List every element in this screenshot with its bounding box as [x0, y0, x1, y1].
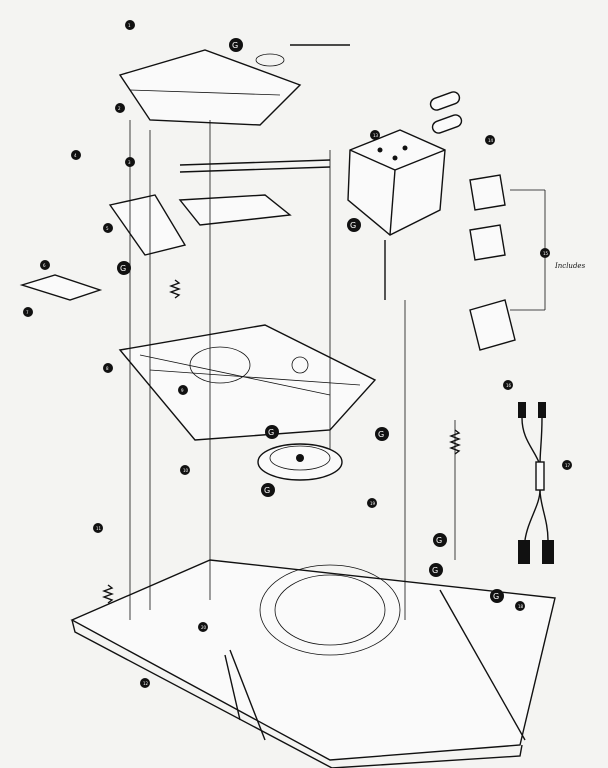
- callout-bubble: 15: [540, 248, 550, 258]
- motor-board: [118, 324, 377, 441]
- svg-text:G: G: [436, 536, 442, 545]
- callout-bubble: 19: [367, 498, 377, 508]
- callout-bubble: 3: [125, 157, 135, 167]
- svg-text:16: 16: [506, 383, 512, 388]
- svg-text:10: 10: [183, 468, 189, 473]
- svg-text:1: 1: [128, 23, 131, 28]
- svg-text:5: 5: [106, 226, 109, 231]
- group-marker: G: [490, 589, 504, 603]
- svg-text:3: 3: [128, 160, 131, 165]
- includes-label: Includes: [555, 262, 586, 270]
- group-marker: G: [265, 425, 279, 439]
- svg-text:G: G: [268, 428, 274, 437]
- callout-bubble: 13: [370, 130, 380, 140]
- group-markers: G G G G G G G G G: [117, 38, 504, 603]
- svg-text:G: G: [432, 566, 438, 575]
- callout-bubble: 14: [485, 135, 495, 145]
- svg-text:11: 11: [96, 526, 102, 531]
- svg-text:8: 8: [106, 366, 109, 371]
- assembly-guides: [129, 120, 456, 620]
- svg-text:15: 15: [543, 251, 549, 256]
- callout-bubble: 6: [40, 260, 50, 270]
- callout-bubble: 16: [503, 380, 513, 390]
- drive-gear: [257, 443, 343, 481]
- svg-text:G: G: [232, 41, 238, 50]
- callout-bubble: 11: [93, 523, 103, 533]
- svg-text:4: 4: [74, 153, 77, 158]
- callout-bubble: 7: [23, 307, 33, 317]
- callout-bubble: 9: [178, 385, 188, 395]
- group-marker: G: [375, 427, 389, 441]
- motor-block: [347, 129, 446, 300]
- svg-text:7: 7: [26, 310, 29, 315]
- svg-text:20: 20: [201, 625, 207, 630]
- group-marker: G: [433, 533, 447, 547]
- svg-text:2: 2: [118, 106, 121, 111]
- rca-cable: [518, 402, 554, 564]
- svg-text:19: 19: [370, 501, 376, 506]
- callout-bubble: 12: [140, 678, 150, 688]
- group-marker: G: [347, 218, 361, 232]
- svg-text:14: 14: [488, 138, 494, 143]
- callout-bubble: 1: [125, 20, 135, 30]
- group-marker: G: [429, 563, 443, 577]
- callout-bubble: 4: [71, 150, 81, 160]
- group-marker: G: [229, 38, 243, 52]
- svg-text:6: 6: [43, 263, 46, 268]
- svg-text:G: G: [350, 221, 356, 230]
- svg-text:17: 17: [565, 463, 571, 468]
- callout-bubble: 20: [198, 622, 208, 632]
- svg-text:18: 18: [518, 604, 524, 609]
- svg-text:G: G: [120, 264, 126, 273]
- callout-bubble: 2: [115, 103, 125, 113]
- base-plate: [70, 559, 556, 768]
- rollers: [429, 91, 463, 134]
- callouts: 1 2 3 4 5 6 7 8 9 10 11 12 13 14 15 16 1…: [23, 20, 572, 688]
- svg-text:13: 13: [373, 133, 379, 138]
- upper-arm-plate: [118, 44, 350, 126]
- callout-bubble: 5: [103, 223, 113, 233]
- svg-text:9: 9: [181, 388, 184, 393]
- svg-text:G: G: [493, 592, 499, 601]
- callout-bubble: 17: [562, 460, 572, 470]
- group-marker: G: [261, 483, 275, 497]
- svg-text:G: G: [264, 486, 270, 495]
- callout-bubble: 18: [515, 601, 525, 611]
- callout-bubble: 10: [180, 465, 190, 475]
- switch-bracket: [469, 174, 546, 351]
- group-marker: G: [117, 261, 131, 275]
- callout-bubble: 8: [103, 363, 113, 373]
- mid-linkage: [19, 159, 331, 301]
- svg-text:G: G: [378, 430, 384, 439]
- svg-text:12: 12: [143, 681, 149, 686]
- springs: [102, 279, 461, 604]
